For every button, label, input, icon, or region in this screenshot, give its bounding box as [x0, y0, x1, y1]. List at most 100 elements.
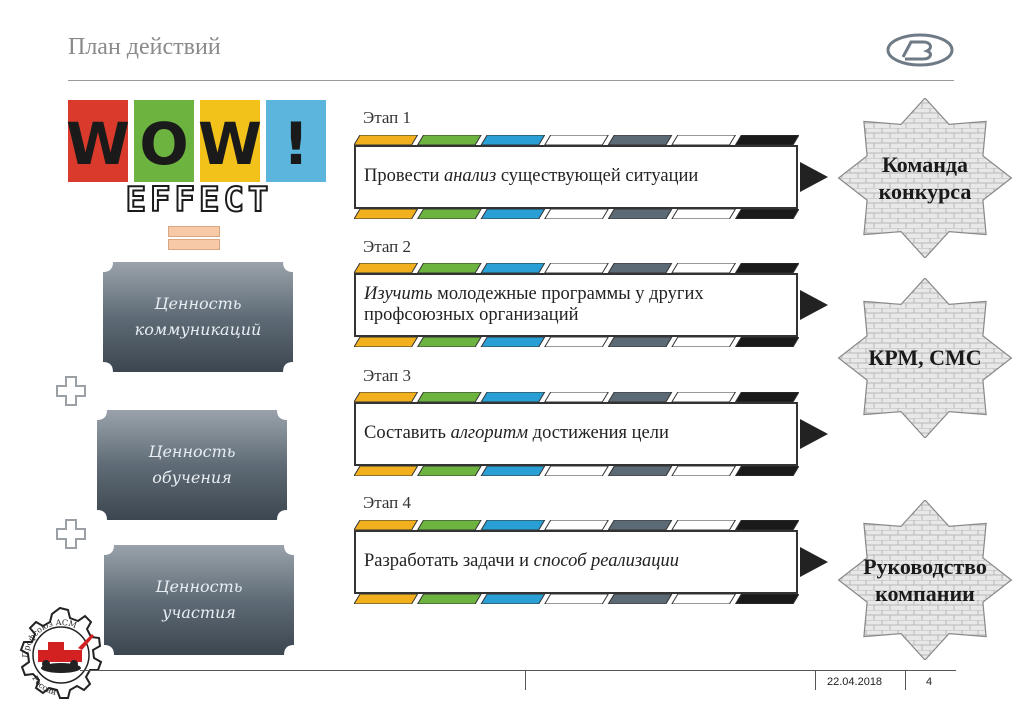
stage-text-emphasis: способ реализации: [533, 551, 680, 572]
stripe-segment: [671, 392, 737, 402]
stripe-segment: [354, 209, 419, 219]
stage-4-box: Разработать задачи и способ реализации: [354, 530, 798, 594]
stripe-segment: [607, 392, 673, 402]
stripe-segment: [671, 594, 737, 604]
stage-text-post: существующей ситуации: [496, 166, 699, 187]
footer-date: 22.04.2018: [827, 676, 883, 688]
stripe-segment: [480, 263, 546, 273]
badge-line1: Руководство: [863, 553, 987, 579]
brand-logo-icon: [885, 30, 955, 70]
stage-text-pre: Составить: [364, 423, 451, 444]
stripe-segment: [671, 337, 737, 347]
stripe-segment: [544, 520, 609, 530]
wow-letter: W: [66, 110, 130, 178]
stripe-segment: [480, 135, 546, 145]
badge-line2: компании: [875, 581, 975, 606]
stripe-segment: [416, 135, 482, 145]
stripe-segment: [734, 135, 799, 145]
slide-title: План действий: [68, 34, 221, 60]
stage-stripe-top: [354, 135, 799, 145]
stripe-segment: [671, 209, 737, 219]
arrow-right-icon: [800, 290, 828, 320]
stripe-segment: [734, 466, 799, 476]
stripe-segment: [734, 337, 799, 347]
stage-stripe-bottom: [354, 337, 799, 347]
value-box-communication: Ценность коммуникаций: [103, 262, 293, 372]
stripe-segment: [544, 209, 609, 219]
stripe-segment: [480, 337, 546, 347]
wow-tile: [134, 100, 194, 182]
wow-letter: !: [283, 110, 309, 178]
stripe-segment: [607, 466, 673, 476]
stripe-segment: [544, 135, 609, 145]
wow-letter: W: [198, 110, 262, 178]
stripe-segment: [544, 466, 609, 476]
plus-icon: [55, 375, 87, 407]
union-seal-logo: Профсоюз АСМ России: [8, 600, 113, 718]
footer-divider: [80, 670, 956, 671]
footer-separator: [525, 670, 526, 690]
stage-text-post: молодежные программы у других профсоюзны…: [364, 283, 704, 325]
wow-letter: O: [139, 110, 188, 178]
stripe-segment: [734, 392, 799, 402]
stage-text-emphasis: анализ: [443, 166, 497, 187]
stripe-segment: [607, 594, 673, 604]
footer-separator: [815, 670, 816, 690]
stage-label: Этап 1: [363, 108, 412, 127]
badge-line1: Команда: [881, 151, 969, 177]
stripe-segment: [416, 392, 482, 402]
stage-label: Этап 2: [363, 237, 412, 256]
stripe-segment: [480, 392, 546, 402]
stripe-segment: [671, 135, 737, 145]
stage-2-box: Изучить молодежные программы у других пр…: [354, 273, 798, 337]
stage-text: Провести анализ существующей ситуации: [364, 166, 698, 187]
stripe-segment: [607, 135, 673, 145]
badge-line1: КРМ, СМС: [868, 345, 982, 371]
stripe-segment: [734, 209, 799, 219]
stripe-segment: [734, 594, 799, 604]
stripe-segment: [480, 594, 546, 604]
stage-text: Составить алгоритм достижения цели: [364, 423, 669, 444]
value-line1: Ценность: [148, 442, 236, 462]
stripe-segment: [671, 520, 737, 530]
value-line2: участия: [162, 603, 236, 622]
stripe-segment: [480, 520, 546, 530]
star-shape: [837, 500, 1013, 660]
stripe-segment: [354, 263, 419, 273]
footer-separator: [905, 670, 906, 690]
wow-subtitle: EFFECT: [126, 180, 273, 220]
stripe-segment: [607, 209, 673, 219]
stripe-segment: [416, 337, 482, 347]
arrow-right-icon: [800, 162, 828, 192]
stripe-segment: [416, 263, 482, 273]
arrow-right-icon: [800, 419, 828, 449]
value-line1: Ценность: [155, 577, 243, 597]
wow-tile: [68, 100, 128, 182]
stripe-segment: [544, 263, 609, 273]
stage-stripe-top: [354, 263, 799, 273]
stage-text-emphasis: Изучить: [364, 283, 433, 304]
star-shape: [837, 278, 1013, 438]
page-number: 4: [926, 676, 933, 688]
stage-label: Этап 3: [363, 366, 412, 385]
stripe-segment: [354, 392, 419, 402]
stripe-segment: [671, 466, 737, 476]
stripe-segment: [416, 594, 482, 604]
stage-stripe-bottom: [354, 209, 799, 219]
arrow-right-icon: [800, 547, 828, 577]
stripe-segment: [607, 337, 673, 347]
stage-label: Этап 4: [363, 493, 412, 512]
stage-stripe-bottom: [354, 466, 799, 476]
header-divider: [68, 80, 954, 81]
stage-text-post: достижения цели: [528, 423, 669, 444]
badge-line2: конкурса: [878, 179, 972, 204]
value-line1: Ценность: [154, 294, 242, 314]
value-line2: коммуникаций: [134, 320, 262, 339]
stage-3-box: Составить алгоритм достижения цели: [354, 402, 798, 466]
plus-icon: [55, 518, 87, 550]
stripe-segment: [544, 594, 609, 604]
stripe-segment: [544, 337, 609, 347]
stripe-segment: [607, 263, 673, 273]
